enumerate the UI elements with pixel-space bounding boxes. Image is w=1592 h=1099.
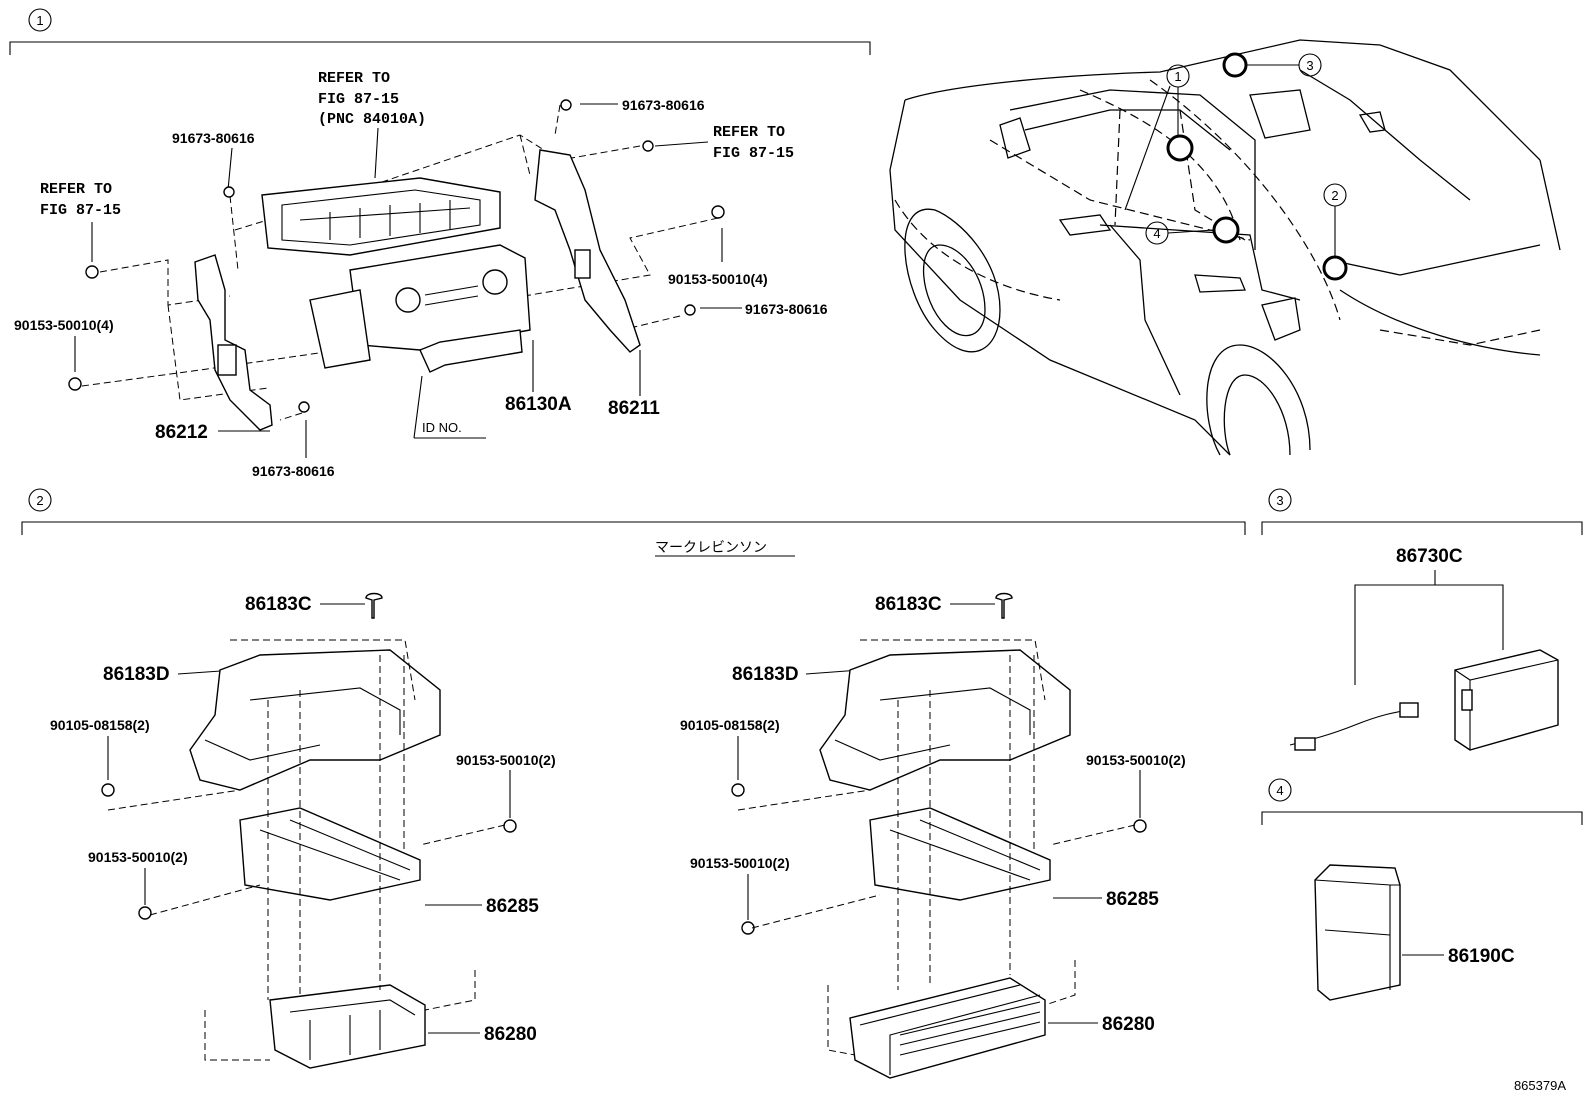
refer-left: REFER TO FIG 87-15 <box>40 181 121 262</box>
refer-top: REFER TO FIG 87-15 (PNC 84010A) <box>318 70 426 179</box>
section-1-number: 1 <box>36 13 43 28</box>
refer-top-line3: (PNC 84010A) <box>318 111 426 128</box>
bracket-label-right: 86285 <box>1106 889 1159 910</box>
section-4-part-label: 86190C <box>1448 946 1515 967</box>
control-label: 86130A <box>505 394 572 415</box>
bracket-left-label: 86212 <box>155 422 208 443</box>
refer-right-line1: REFER TO <box>713 124 785 141</box>
bolt-label-right: 90105-08158(2) <box>680 717 780 733</box>
nut-right-label-right: 90153-50010(2) <box>1086 752 1186 768</box>
section-1-bolts <box>68 99 725 413</box>
callout-1: 1 <box>1174 69 1181 84</box>
amp-assembly-left: 86183C 86183D 90105-08158(2) 90153-50010… <box>50 592 556 1069</box>
section-3-number: 3 <box>1276 493 1283 508</box>
callout-4: 4 <box>1153 226 1160 241</box>
control-unit-86130A <box>309 244 531 373</box>
bracket-right-label: 86211 <box>608 398 660 419</box>
section-2-header: 2 マークレビンソン <box>21 488 1246 557</box>
bolt-label-b: 91673-80616 <box>622 97 705 113</box>
section-2-number: 2 <box>36 493 43 508</box>
figure-id: 865379A <box>1514 1078 1566 1093</box>
callout-2: 2 <box>1331 188 1338 203</box>
section-3-part-label: 86730C <box>1396 546 1463 567</box>
refer-left-line1: REFER TO <box>40 181 112 198</box>
refer-left-line2: FIG 87-15 <box>40 202 121 219</box>
clip-label-left: 86183C <box>245 594 312 615</box>
display-panel <box>261 177 501 256</box>
cover-label-right: 86183D <box>732 664 799 685</box>
bracket-label-left: 86285 <box>486 896 539 917</box>
section-3: 3 86730C <box>1261 488 1583 751</box>
bracket-86211 <box>534 149 641 353</box>
car-illustration <box>889 39 1561 456</box>
section-1-header: 1 <box>9 8 871 55</box>
bolt-label-d: 91673-80616 <box>252 463 335 479</box>
nut-left-label-left: 90153-50010(2) <box>88 849 188 865</box>
clip-label-right: 86183C <box>875 594 942 615</box>
nut-label-left: 90153-50010(4) <box>14 317 114 333</box>
amp-assembly-right: 86183C 86183D 90105-08158(2) 90153-50010… <box>680 592 1186 1079</box>
install-location-3 <box>1222 52 1248 78</box>
amp-label-right: 86280 <box>1102 1014 1155 1035</box>
bracket-86212 <box>194 254 273 431</box>
nut-label-right: 90153-50010(4) <box>668 271 768 287</box>
install-location-2 <box>1322 255 1348 281</box>
callout-3: 3 <box>1306 58 1313 73</box>
id-no-label: ID NO. <box>422 420 462 435</box>
install-location-4 <box>1212 216 1240 244</box>
nut-left-label-right: 90153-50010(2) <box>690 855 790 871</box>
car-callouts: 1 3 2 4 <box>1124 52 1348 281</box>
refer-top-line2: FIG 87-15 <box>318 91 399 108</box>
section-4: 4 86190C <box>1261 778 1583 1001</box>
cover-label-left: 86183D <box>103 664 170 685</box>
amp-label-left: 86280 <box>484 1024 537 1045</box>
bolt-label-c: 91673-80616 <box>745 301 828 317</box>
bolt-label-left: 90105-08158(2) <box>50 717 150 733</box>
section-2-subtitle: マークレビンソン <box>655 540 767 556</box>
refer-right: REFER TO FIG 87-15 <box>654 124 794 162</box>
refer-right-line2: FIG 87-15 <box>713 145 794 162</box>
install-location-1 <box>1166 134 1194 162</box>
refer-top-line1: REFER TO <box>318 70 390 87</box>
nut-right-label-left: 90153-50010(2) <box>456 752 556 768</box>
bolt-label-a: 91673-80616 <box>172 130 255 146</box>
section-4-number: 4 <box>1276 783 1283 798</box>
